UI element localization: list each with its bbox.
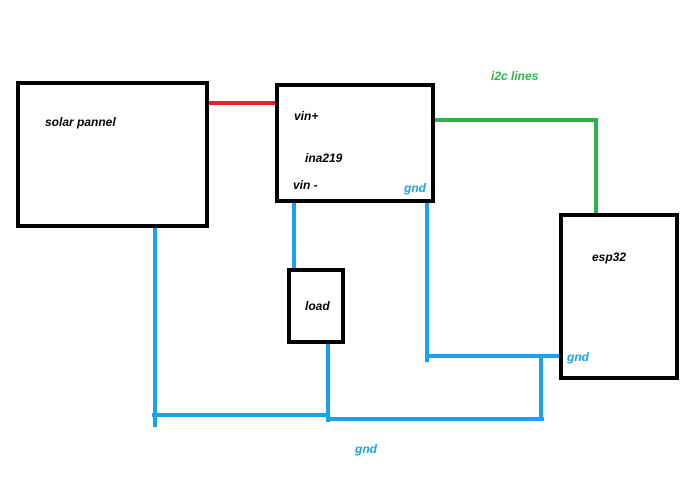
ina219-gnd-to-esp32-wire — [425, 202, 561, 362]
esp32-box — [559, 213, 679, 380]
wires — [152, 101, 598, 427]
esp32-label: esp32 — [592, 250, 626, 264]
load-box — [287, 268, 345, 344]
ina219-gnd-label: gnd — [403, 181, 427, 195]
load-ground-wire — [326, 342, 544, 422]
ina219-vin-minus-label: vin - — [293, 178, 318, 192]
ina219-label: ina219 — [305, 151, 343, 165]
solar-panel-box — [16, 81, 209, 228]
i2c-wire — [433, 118, 598, 216]
ground-bus-label: gnd — [354, 442, 378, 456]
solar-panel-label: solar pannel — [45, 115, 116, 129]
ina219-box — [275, 83, 435, 203]
esp32-gnd-label: gnd — [566, 350, 590, 364]
load-label: load — [305, 299, 330, 313]
ina219-vin-plus-label: vin+ — [294, 109, 318, 123]
i2c-lines-label: i2c lines — [491, 69, 539, 83]
